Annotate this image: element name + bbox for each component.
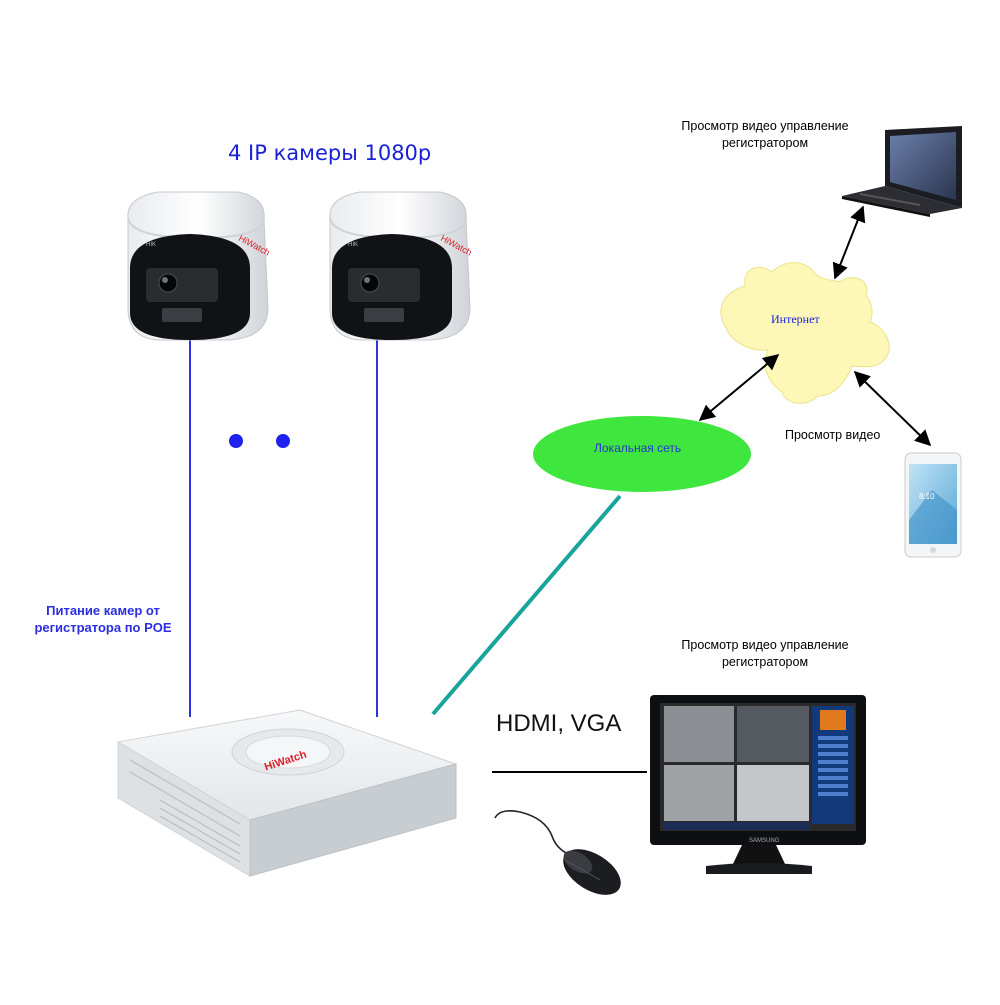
ip-camera-2: HiWatch HIK bbox=[329, 191, 473, 341]
arrow-lan-internet bbox=[698, 353, 780, 422]
internet-label: Интернет bbox=[771, 312, 820, 326]
ip-camera-1: HiWatch HIK bbox=[127, 191, 271, 341]
phone-clock: 8:10 bbox=[919, 492, 935, 501]
lan-cable bbox=[431, 494, 622, 716]
smartphone: 8:10 bbox=[904, 452, 962, 558]
arrow-internet-phone bbox=[853, 370, 932, 447]
monitor: SAMSUNG bbox=[650, 695, 866, 874]
svg-text:HIK: HIK bbox=[146, 242, 156, 248]
more-cameras-dot bbox=[276, 434, 290, 448]
cameras-title: 4 IP камеры 1080p bbox=[228, 141, 432, 165]
laptop-caption: Просмотр видео управление регистратором bbox=[681, 119, 849, 150]
monitor-caption: Просмотр видео управление регистратором bbox=[681, 638, 849, 669]
more-cameras-dot bbox=[229, 434, 243, 448]
local-network-cloud bbox=[533, 416, 751, 492]
mouse bbox=[494, 810, 621, 895]
phone-caption: Просмотр видео bbox=[785, 428, 881, 442]
local-network-label: Локальная сеть bbox=[594, 441, 682, 455]
monitor-brand-logo: SAMSUNG bbox=[749, 838, 780, 844]
poe-note: Питание камер от регистратора по POE bbox=[34, 603, 172, 635]
hdmi-vga-label: HDMI, VGA bbox=[496, 710, 622, 737]
nvr-recorder: HiWatch bbox=[116, 709, 458, 877]
svg-text:HIK: HIK bbox=[348, 242, 358, 248]
arrow-laptop-internet bbox=[832, 205, 866, 280]
laptop bbox=[842, 126, 962, 217]
internet-cloud bbox=[720, 262, 890, 404]
